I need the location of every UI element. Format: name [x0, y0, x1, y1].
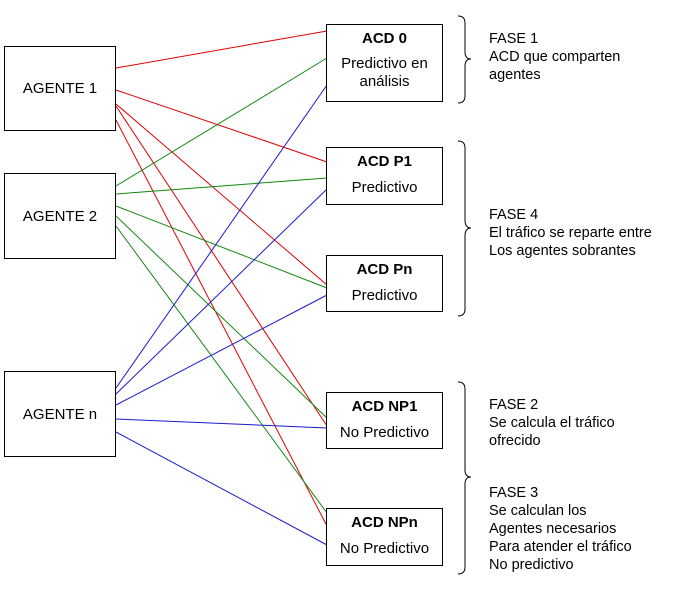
- acd-p1-box: ACD P1 Predictivo: [326, 147, 443, 205]
- link-agente1-acdnpn: [115, 119, 328, 527]
- acd-pn-subtitle: Predictivo: [351, 287, 418, 304]
- fase-3-line-2: Se calculan los: [489, 503, 587, 519]
- brace-fase4: [457, 140, 472, 317]
- link-agenten-acdpn: [115, 294, 328, 406]
- link-agente1-acdp1: [115, 89, 328, 163]
- fase-2-line-2: Se calcula el tráfico: [489, 415, 615, 431]
- fase-1-text: FASE 1 ACD que comparten agentes: [489, 30, 620, 84]
- link-agente2-acdnpn: [115, 225, 328, 514]
- link-agenten-acdnpn: [115, 431, 328, 546]
- agente-1-box: AGENTE 1: [4, 46, 116, 131]
- agente-1-links: [115, 30, 328, 527]
- acd-0-subtitle-line-1: Predictivo en: [341, 55, 428, 72]
- acd-p1-title: ACD P1: [356, 153, 412, 170]
- fase-1-line-2: ACD que comparten: [489, 49, 621, 65]
- fase-3-text: FASE 3 Se calculan los Agentes necesario…: [489, 484, 632, 574]
- link-agente2-acd0: [115, 57, 328, 187]
- agente-n-links: [115, 84, 328, 546]
- acd-np1-box: ACD NP1 No Predictivo: [326, 392, 443, 449]
- fase-2-line-1: FASE 2: [489, 397, 539, 413]
- link-agente2-acdpn: [115, 205, 328, 289]
- fase-4-line-3: Los agentes sobrantes: [489, 243, 636, 259]
- link-agente2-acdnp1: [115, 215, 328, 419]
- fase-1-line-3: agentes: [489, 67, 541, 83]
- fase-3-line-3: Agentes necesarios: [489, 521, 617, 537]
- fase-3-line-5: No predictivo: [489, 557, 574, 573]
- link-agenten-acdp1: [115, 188, 328, 395]
- link-agente1-acdnp1: [115, 105, 328, 427]
- link-agente1-acd0: [115, 30, 328, 69]
- fase-1-line-1: FASE 1: [489, 31, 539, 47]
- acd-0-subtitle-line-2: análisis: [359, 73, 410, 90]
- fase-2-text: FASE 2 Se calcula el tráfico ofrecido: [489, 396, 615, 450]
- acd-npn-box: ACD NPn No Predictivo: [326, 508, 443, 566]
- acd-np1-title: ACD NP1: [351, 398, 418, 415]
- fase-3-line-1: FASE 3: [489, 485, 539, 501]
- agente-2-label: AGENTE 2: [22, 207, 98, 225]
- link-agente2-acdp1: [115, 177, 328, 195]
- fase-4-line-2: El tráfico se reparte entre: [489, 225, 652, 241]
- brace-fase1: [457, 15, 472, 104]
- acd-npn-subtitle: No Predictivo: [339, 540, 430, 557]
- acd-npn-title: ACD NPn: [351, 514, 418, 531]
- agente-n-label: AGENTE n: [22, 405, 98, 423]
- fase-3-line-4: Para atender el tráfico: [489, 539, 632, 555]
- link-agenten-acdnp1: [115, 418, 328, 429]
- fase-4-line-1: FASE 4: [489, 207, 539, 223]
- fase-4-text: FASE 4 El tráfico se reparte entre Los a…: [489, 206, 652, 260]
- acd-np1-subtitle: No Predictivo: [339, 424, 430, 441]
- acd-0-title: ACD 0: [361, 30, 407, 47]
- agente-2-links: [115, 57, 328, 514]
- link-agenten-acd0: [115, 84, 328, 389]
- acd-pn-box: ACD Pn Predictivo: [326, 255, 443, 312]
- acd-p1-subtitle: Predictivo: [351, 179, 418, 196]
- fase-2-line-3: ofrecido: [489, 433, 541, 449]
- agente-2-box: AGENTE 2: [4, 173, 116, 259]
- acd-pn-title: ACD Pn: [356, 261, 413, 278]
- agente-n-box: AGENTE n: [4, 371, 116, 457]
- agente-1-label: AGENTE 1: [22, 80, 98, 97]
- acd-0-box: ACD 0 Predictivo en análisis: [326, 24, 443, 102]
- brace-fase2: [457, 381, 472, 575]
- link-agente1-acdpn: [115, 103, 328, 286]
